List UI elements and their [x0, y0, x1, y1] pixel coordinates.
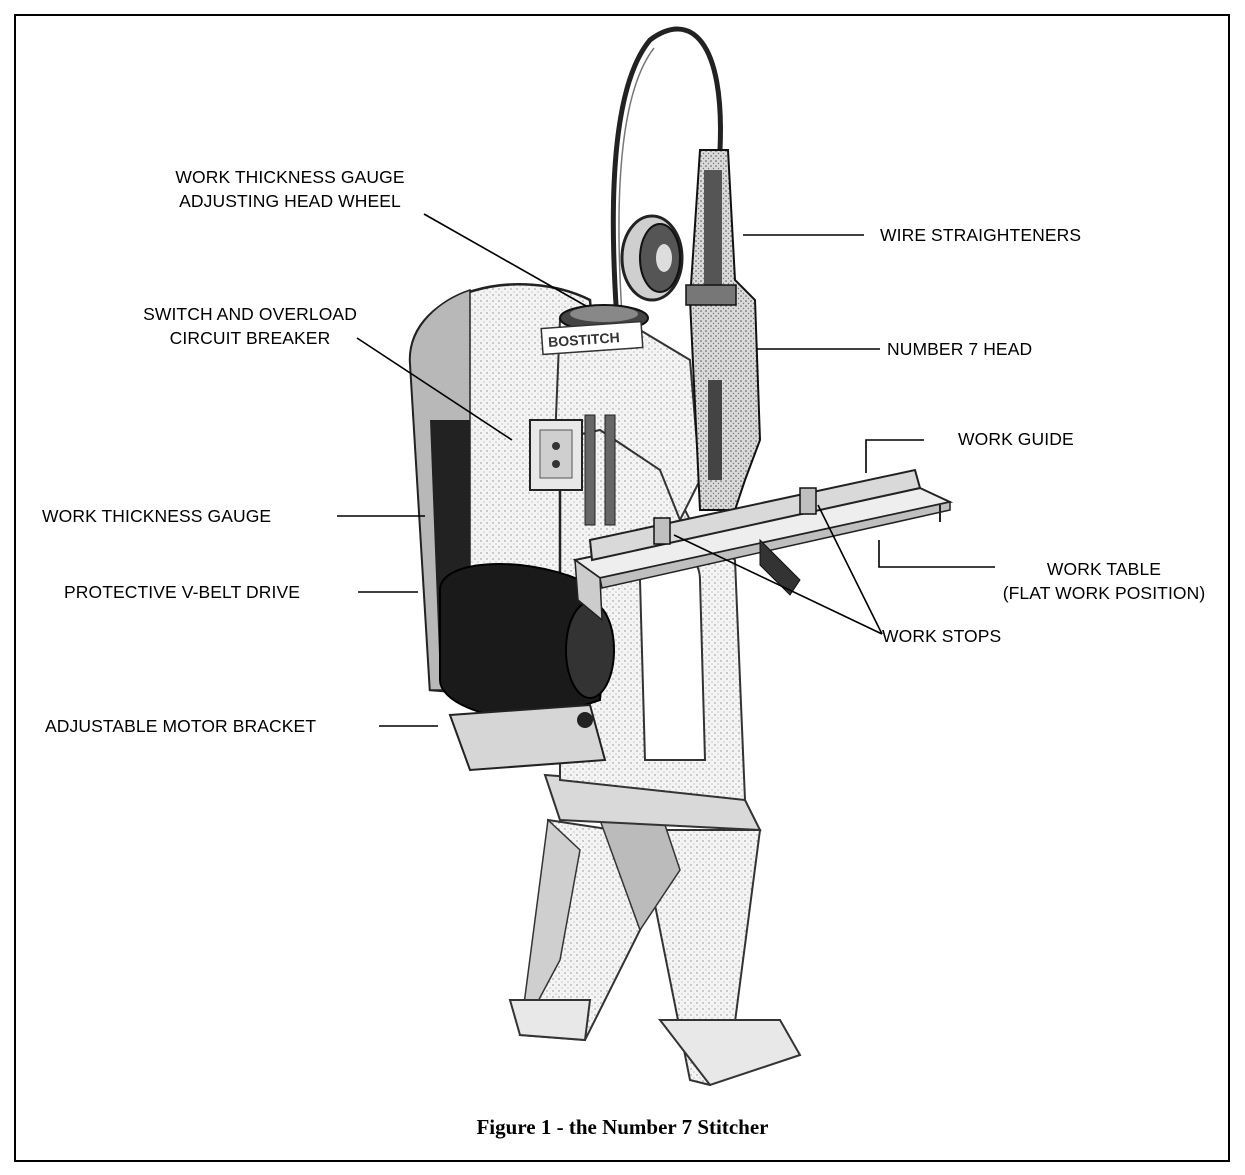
- label-thickness-wheel: WORK THICKNESS GAUGE ADJUSTING HEAD WHEE…: [140, 165, 440, 213]
- right-foot: [660, 1020, 800, 1085]
- left-foot: [510, 1000, 590, 1040]
- label-switch-line1: SWITCH AND OVERLOAD: [100, 302, 400, 326]
- label-work-stops: WORK STOPS: [882, 624, 1001, 648]
- work-stop-right: [800, 488, 816, 514]
- leader-work-guide: [866, 440, 924, 473]
- label-vbelt: PROTECTIVE V-BELT DRIVE: [64, 580, 300, 604]
- label-head: NUMBER 7 HEAD: [887, 337, 1032, 361]
- stitcher-head: [690, 150, 760, 510]
- label-thickness-wheel-line1: WORK THICKNESS GAUGE: [140, 165, 440, 189]
- leader-work-table: [879, 540, 995, 567]
- work-stop-left: [654, 518, 670, 544]
- label-switch: SWITCH AND OVERLOAD CIRCUIT BREAKER: [100, 302, 400, 350]
- label-work-table: WORK TABLE (FLAT WORK POSITION): [984, 557, 1224, 605]
- label-work-guide: WORK GUIDE: [958, 427, 1074, 451]
- label-switch-line2: CIRCUIT BREAKER: [100, 326, 400, 350]
- label-work-table-line2: (FLAT WORK POSITION): [984, 581, 1224, 605]
- column-cutout: [640, 550, 705, 760]
- label-motor-bracket: ADJUSTABLE MOTOR BRACKET: [45, 714, 316, 738]
- label-thickness-gauge: WORK THICKNESS GAUGE: [42, 504, 271, 528]
- label-wire-straighteners: WIRE STRAIGHTENERS: [880, 223, 1081, 247]
- label-work-table-line1: WORK TABLE: [984, 557, 1224, 581]
- label-thickness-wheel-line2: ADJUSTING HEAD WHEEL: [140, 189, 440, 213]
- figure-caption: Figure 1 - the Number 7 Stitcher: [0, 1115, 1245, 1140]
